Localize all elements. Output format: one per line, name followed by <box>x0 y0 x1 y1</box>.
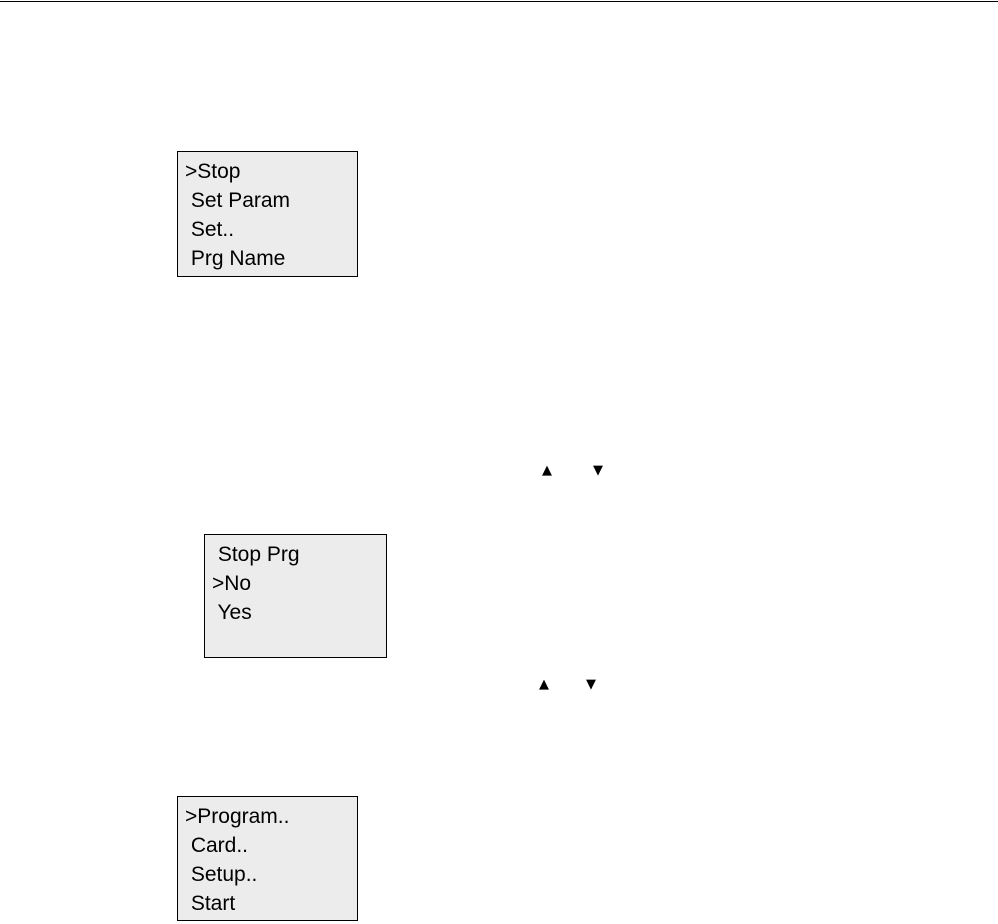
down-arrow-icon: ▼ <box>586 677 596 692</box>
menu-line-set-param: Set Param <box>185 189 291 212</box>
menu-line-setup: Setup.. <box>185 863 258 886</box>
header-rule <box>0 1 998 2</box>
lcd-display-program-menu: >Program.. Card.. Setup.. Start <box>177 796 358 921</box>
menu-line-prg-name: Prg Name <box>185 247 286 270</box>
menu-line-no: >No <box>212 572 252 595</box>
lcd-display-main-menu: >Stop Set Param Set.. Prg Name <box>177 151 358 277</box>
down-arrow-icon: ▼ <box>593 463 603 478</box>
menu-line-set: Set.. <box>185 218 235 241</box>
up-arrow-icon: ▲ <box>539 677 549 692</box>
menu-line-stop-prg: Stop Prg <box>212 543 300 566</box>
menu-line-yes: Yes <box>212 601 252 624</box>
menu-line-card: Card.. <box>185 834 249 857</box>
up-arrow-icon: ▲ <box>542 463 552 478</box>
menu-line-program: >Program.. <box>185 805 290 828</box>
lcd-display-stop-prg: Stop Prg >No Yes <box>204 534 387 658</box>
menu-line-empty <box>212 627 386 656</box>
menu-line-start: Start <box>185 892 236 915</box>
menu-line-stop: >Stop <box>185 160 241 183</box>
